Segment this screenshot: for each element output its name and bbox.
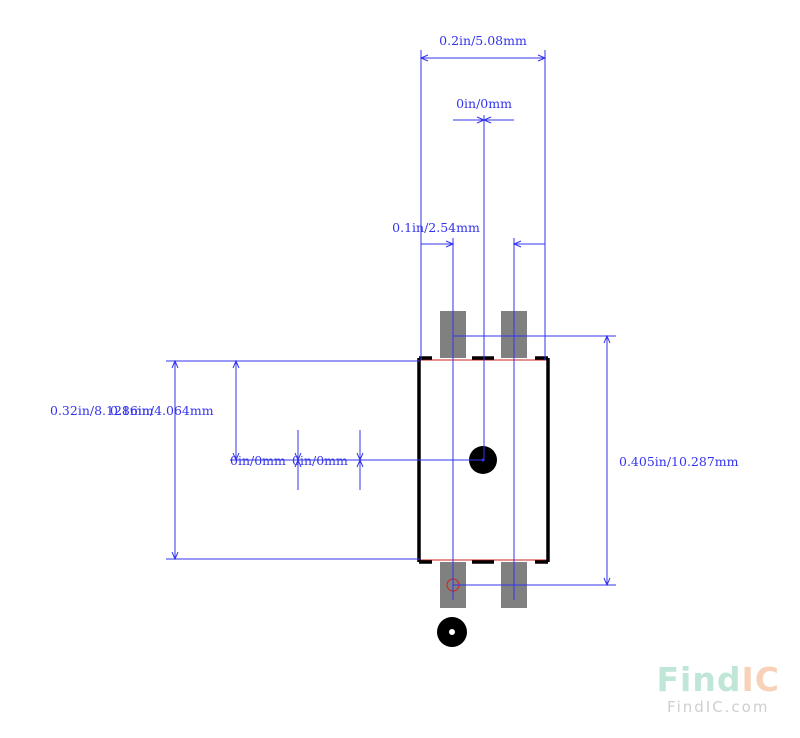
dim-total-width [419,50,547,360]
dim-offset-a-label: 0in/0mm [230,453,286,468]
dim-pin-pitch-label: 0.1in/2.54mm [392,220,480,235]
dim-center-offset [453,115,514,460]
pin1-indicator-center [449,629,455,635]
dim-offset-b [356,430,364,490]
dim-center-offset-label: 0in/0mm [456,96,512,111]
findic-watermark: FindIC FindIC.com [657,662,780,717]
dim-total-width-label: 0.2in/5.08mm [439,33,527,48]
dim-pin-pitch [421,238,545,600]
dim-total-height-label: 0.405in/10.287mm [619,454,739,469]
logo-ic-text: IC [741,660,780,699]
dim-total-height [453,334,616,587]
findic-logo: FindIC [657,662,780,698]
dim-offset-a [294,430,302,490]
findic-url: FindIC.com [667,698,770,716]
dim-body-height [166,359,420,561]
dim-pad-row-offset-label: 0.16in/4.064mm [110,403,214,418]
dim-body-height-label: 0.32in/8.128mm [50,403,154,418]
logo-find-text: Find [656,660,742,699]
dim-offset-b-label: 0in/0mm [292,453,348,468]
dim-pad-row-offset [230,359,483,462]
